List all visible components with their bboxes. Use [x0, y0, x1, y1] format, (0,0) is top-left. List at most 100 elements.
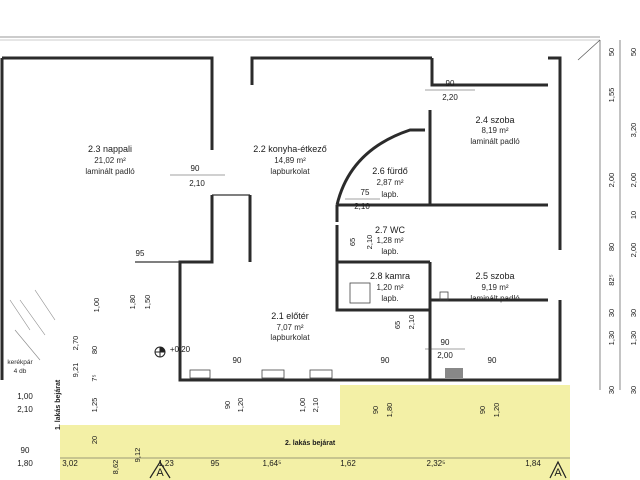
svg-text:65: 65: [393, 321, 402, 329]
opening-dim-pantry-door: 65 2,10: [393, 315, 416, 330]
svg-text:2,10: 2,10: [407, 315, 416, 330]
room-2-6-label: 2.6 fürdő 2,87 m² lapb.: [372, 166, 408, 199]
section-letter-right: A: [554, 467, 562, 479]
svg-text:8,19 m²: 8,19 m²: [481, 126, 508, 135]
level-marker: [154, 346, 166, 358]
entrance-2-label: 2. lakás bejárat: [285, 440, 336, 447]
room-2-1-label: 2.1 előtér 7,07 m² lapburkolat: [270, 311, 310, 342]
left-dim-window-h: 2,10: [17, 405, 33, 414]
dim-window-2: 90: [381, 356, 390, 365]
svg-text:1,84: 1,84: [525, 459, 541, 468]
left-dim-door-w: 90: [21, 446, 30, 455]
svg-text:2,32⁵: 2,32⁵: [427, 459, 446, 468]
svg-text:95: 95: [211, 459, 220, 468]
svg-text:7,07 m²: 7,07 m²: [276, 323, 303, 332]
svg-text:1,28 m²: 1,28 m²: [376, 236, 403, 245]
svg-text:3,20: 3,20: [629, 123, 638, 138]
svg-text:90: 90: [191, 164, 200, 173]
svg-text:10: 10: [629, 211, 638, 219]
svg-text:75: 75: [361, 188, 370, 197]
svg-text:1,64⁵: 1,64⁵: [263, 459, 282, 468]
svg-text:laminált padló: laminált padló: [470, 137, 520, 146]
bottom-dims: 3,02 9,12 8,62 1,23 95 1,64⁵ 1,62 2,32⁵ …: [60, 448, 570, 475]
dim-window-1: 90: [233, 356, 242, 365]
dim-window-3: 90: [488, 356, 497, 365]
level-mark: +0,20: [170, 345, 191, 354]
svg-text:2,20: 2,20: [442, 93, 458, 102]
lower-dim-h: 1,20: [492, 403, 501, 418]
lower-dim-f: 1,80: [385, 403, 394, 418]
svg-text:lapb.: lapb.: [381, 247, 398, 256]
svg-text:50: 50: [629, 48, 638, 56]
svg-text:2,00: 2,00: [629, 173, 638, 188]
left-dim-door-h: 1,80: [17, 459, 33, 468]
svg-text:30: 30: [607, 386, 616, 394]
left-dim-7: 20: [90, 436, 99, 444]
svg-text:1,30: 1,30: [629, 331, 638, 346]
svg-text:2,10: 2,10: [365, 235, 374, 250]
lower-dim-e: 90: [371, 406, 380, 414]
svg-text:1,20 m²: 1,20 m²: [376, 283, 403, 292]
entrance-zone-left: [60, 425, 340, 480]
svg-text:30: 30: [607, 309, 616, 317]
left-dim-6: 9,21: [71, 363, 80, 378]
left-dim-window-w: 1,00: [17, 392, 33, 401]
svg-text:50: 50: [607, 48, 616, 56]
svg-text:82⁵: 82⁵: [607, 274, 616, 285]
bike-storage-hatch: [9, 289, 56, 361]
svg-text:30: 30: [629, 309, 638, 317]
svg-text:9,12: 9,12: [133, 448, 142, 463]
svg-text:1,30: 1,30: [607, 331, 616, 346]
dim-1-50: 1,50: [143, 295, 152, 310]
svg-text:2.4 szoba: 2.4 szoba: [475, 115, 514, 125]
svg-text:2.7 WC: 2.7 WC: [375, 225, 406, 235]
svg-text:30: 30: [629, 386, 638, 394]
left-dim-1: 1,00: [92, 298, 101, 313]
left-dim-5: 1,25: [90, 398, 99, 413]
svg-text:lapb.: lapb.: [381, 190, 398, 199]
room-2-2-label: 2.2 konyha-étkező 14,89 m² lapburkolat: [253, 144, 327, 176]
svg-text:2,87 m²: 2,87 m²: [376, 178, 403, 187]
svg-text:lapburkolat: lapburkolat: [270, 333, 310, 342]
lower-dim-b: 1,20: [236, 398, 245, 413]
svg-text:2,00: 2,00: [437, 351, 453, 360]
svg-text:9,19 m²: 9,19 m²: [481, 283, 508, 292]
svg-text:2,10: 2,10: [354, 202, 370, 211]
svg-text:2.6 fürdő: 2.6 fürdő: [372, 166, 408, 176]
right-dims: 50 1,55 2,00 80 82⁵ 30 1,30 30 50 3,20 2…: [607, 48, 638, 394]
svg-text:2.3 nappali: 2.3 nappali: [88, 144, 132, 154]
opening-dim-2-4-door: 90 2,20: [425, 79, 475, 102]
room-2-3-label: 2.3 nappali 21,02 m² laminált padló: [85, 144, 135, 176]
svg-text:2.1 előtér: 2.1 előtér: [271, 311, 309, 321]
entrance-1-label: 1. lakás bejárat: [55, 379, 62, 430]
left-dim-4: 7⁵: [90, 374, 99, 381]
room-2-8-label: 2.8 kamra 1,20 m² lapb.: [370, 271, 410, 303]
svg-text:1,23: 1,23: [158, 459, 174, 468]
svg-text:lapburkolat: lapburkolat: [270, 167, 310, 176]
svg-text:1,62: 1,62: [340, 459, 356, 468]
svg-text:95: 95: [136, 249, 145, 258]
lower-dim-g: 90: [478, 406, 487, 414]
room-2-4-label: 2.4 szoba 8,19 m² laminált padló: [470, 115, 520, 146]
svg-text:2.5 szoba: 2.5 szoba: [475, 271, 514, 281]
section-marker-right: [549, 460, 567, 479]
lower-dim-c: 1,00: [298, 398, 307, 413]
svg-text:laminált padló: laminált padló: [470, 294, 520, 303]
svg-text:80: 80: [607, 243, 616, 251]
exterior-wall: [2, 56, 562, 382]
svg-text:2,10: 2,10: [189, 179, 205, 188]
svg-text:2.8 kamra: 2.8 kamra: [370, 271, 410, 281]
lower-dim-a: 90: [223, 401, 232, 409]
svg-text:21,02 m²: 21,02 m²: [94, 156, 126, 165]
svg-text:8,62: 8,62: [111, 460, 120, 475]
opening-dim-living-door: 90 2,10: [170, 164, 225, 188]
svg-text:1,80: 1,80: [128, 295, 137, 310]
svg-text:2,00: 2,00: [629, 243, 638, 258]
section-marker-left: [149, 460, 171, 479]
left-dim-3: 80: [90, 346, 99, 354]
room-2-7-label: 2.7 WC 1,28 m² lapb.: [375, 225, 406, 256]
svg-text:90: 90: [446, 79, 455, 88]
entrance-zone-right: [340, 385, 570, 480]
bike-storage-label: kerékpár: [7, 359, 33, 366]
